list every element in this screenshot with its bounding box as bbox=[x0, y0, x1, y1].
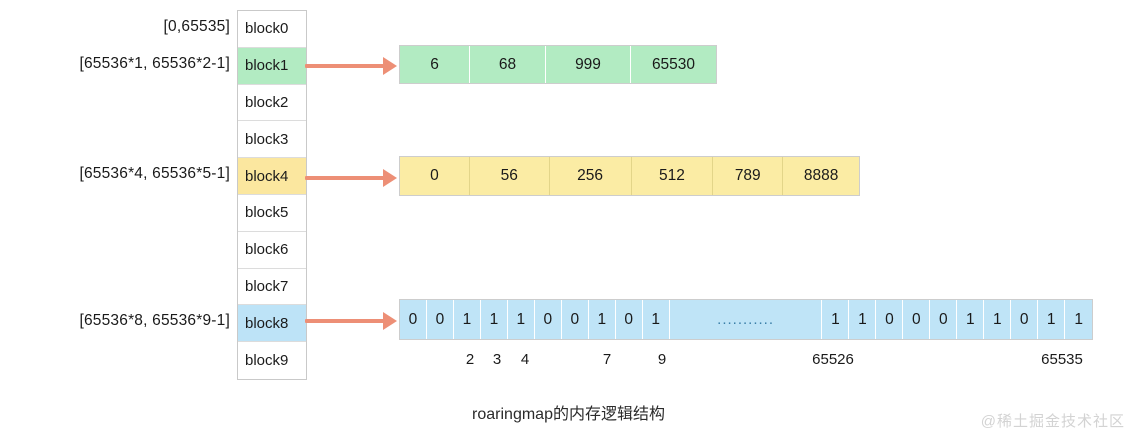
array-cell-green-3[interactable]: 65530 bbox=[651, 55, 696, 73]
bitmap-cell-3[interactable]: 1 bbox=[481, 300, 508, 339]
block-label-9: block9 bbox=[245, 352, 289, 370]
arrow-shaft bbox=[305, 176, 384, 180]
array-cell-yellow-3[interactable]: 512 bbox=[632, 157, 714, 195]
bitmap-container-blue: 0 0 1 1 1 0 0 1 0 1 ........... 1 1 0 0 … bbox=[399, 299, 1093, 340]
bitmap-cell-5[interactable]: 0 bbox=[535, 300, 562, 339]
bitmap-cell-65528[interactable]: 0 bbox=[876, 300, 904, 339]
watermark: @稀土掘金技术社区 bbox=[980, 413, 1125, 430]
arrow-head-icon bbox=[383, 57, 397, 75]
block-label-5: block5 bbox=[245, 204, 289, 222]
bitmap-cell-6[interactable]: 0 bbox=[562, 300, 589, 339]
bit-index-9: 9 bbox=[657, 351, 667, 368]
block-cell-1[interactable]: block1 bbox=[238, 47, 306, 85]
array-cell-green-2[interactable]: 999 bbox=[546, 46, 631, 83]
block-label-7: block7 bbox=[245, 277, 289, 295]
block-cell-4[interactable]: block4 bbox=[238, 158, 306, 195]
bitmap-cell-7[interactable]: 1 bbox=[589, 300, 616, 339]
bitmap-ellipsis: ........... bbox=[670, 300, 823, 339]
bitmap-cell-65532[interactable]: 1 bbox=[984, 300, 1012, 339]
bit-index-3: 3 bbox=[492, 351, 502, 368]
array-cell-green-1[interactable]: 68 bbox=[470, 46, 546, 83]
arrow-block8-to-bitmap bbox=[305, 312, 397, 330]
bitmap-cell-65535[interactable]: 1 bbox=[1074, 310, 1083, 328]
array-container-yellow: 0 56 256 512 789 8888 bbox=[399, 156, 860, 196]
array-cell-yellow-0[interactable]: 0 bbox=[400, 157, 470, 195]
array-cell-yellow-5[interactable]: 8888 bbox=[803, 167, 839, 184]
arrow-block4-to-array bbox=[305, 169, 397, 187]
bitmap-cell-8[interactable]: 0 bbox=[616, 300, 643, 339]
block-label-0: block0 bbox=[245, 20, 289, 38]
block-cell-8[interactable]: block8 bbox=[238, 305, 306, 343]
bitmap-cell-65530[interactable]: 0 bbox=[930, 300, 958, 339]
block-cell-5[interactable]: block5 bbox=[238, 194, 306, 232]
bitmap-cell-65531[interactable]: 1 bbox=[957, 300, 985, 339]
array-cell-yellow-4[interactable]: 789 bbox=[713, 157, 784, 195]
bit-index-7: 7 bbox=[602, 351, 612, 368]
array-cell-green-0[interactable]: 6 bbox=[400, 46, 470, 83]
bitmap-cell-0[interactable]: 0 bbox=[400, 300, 427, 339]
range-label-block1: [65536*1, 65536*2-1] bbox=[79, 55, 230, 72]
bitmap-cell-65527[interactable]: 1 bbox=[849, 300, 877, 339]
array-cell-yellow-1[interactable]: 56 bbox=[470, 157, 550, 195]
block-label-4: block4 bbox=[245, 167, 289, 185]
block-cell-7[interactable]: block7 bbox=[238, 268, 306, 306]
block-label-1: block1 bbox=[245, 57, 289, 75]
arrow-shaft bbox=[305, 319, 384, 323]
block-label-8: block8 bbox=[245, 314, 289, 332]
range-label-block0: [0,65535] bbox=[163, 18, 230, 35]
bit-index-4: 4 bbox=[520, 351, 530, 368]
bit-index-65535: 65535 bbox=[1041, 351, 1083, 368]
bitmap-cell-65529[interactable]: 0 bbox=[903, 300, 931, 339]
block-label-2: block2 bbox=[245, 93, 289, 111]
block-label-3: block3 bbox=[245, 130, 289, 148]
block-cell-9[interactable]: block9 bbox=[238, 342, 306, 379]
bitmap-cell-2[interactable]: 1 bbox=[454, 300, 481, 339]
block-column: block0 block1 block2 block3 block4 block… bbox=[237, 10, 307, 380]
range-label-column: [0,65535] [65536*1, 65536*2-1] [65536*4,… bbox=[0, 0, 230, 390]
block-cell-3[interactable]: block3 bbox=[238, 121, 306, 159]
figure-caption: roaringmap的内存逻辑结构 bbox=[472, 406, 665, 423]
bit-index-2: 2 bbox=[465, 351, 475, 368]
arrow-block1-to-array bbox=[305, 57, 397, 75]
bitmap-cell-9[interactable]: 1 bbox=[643, 300, 670, 339]
block-cell-2[interactable]: block2 bbox=[238, 84, 306, 122]
range-label-block4: [65536*4, 65536*5-1] bbox=[79, 165, 230, 182]
bitmap-cell-65526[interactable]: 1 bbox=[822, 300, 850, 339]
block-cell-0[interactable]: block0 bbox=[238, 11, 306, 48]
arrow-head-icon bbox=[383, 169, 397, 187]
bitmap-cell-65533[interactable]: 0 bbox=[1011, 300, 1039, 339]
array-cell-yellow-2[interactable]: 256 bbox=[550, 157, 632, 195]
bitmap-cell-4[interactable]: 1 bbox=[508, 300, 535, 339]
block-label-6: block6 bbox=[245, 241, 289, 259]
array-container-green: 6 68 999 65530 bbox=[399, 45, 717, 84]
bit-index-65526: 65526 bbox=[812, 351, 854, 368]
block-cell-6[interactable]: block6 bbox=[238, 231, 306, 269]
range-label-block8: [65536*8, 65536*9-1] bbox=[79, 312, 230, 329]
bitmap-cell-1[interactable]: 0 bbox=[427, 300, 454, 339]
arrow-head-icon bbox=[383, 312, 397, 330]
arrow-shaft bbox=[305, 64, 384, 68]
bitmap-cell-65534[interactable]: 1 bbox=[1038, 300, 1066, 339]
